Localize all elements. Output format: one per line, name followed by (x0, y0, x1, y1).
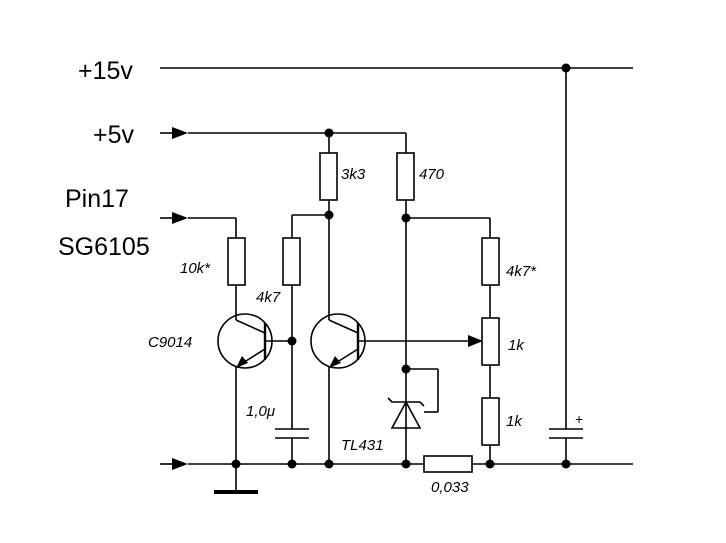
rail-5v-label: +5v (93, 121, 135, 149)
potentiometer-1k-label: 1k (508, 337, 525, 354)
pin17-arrow-icon (172, 212, 188, 224)
resistor-4k7-left-label: 4k7 (256, 289, 281, 306)
resistor-470 (396, 152, 415, 201)
rail-5v-arrow-icon (172, 127, 188, 139)
capacitor-label: 1,0μ (246, 403, 275, 420)
ground-arrow-icon (172, 458, 188, 470)
capacitor-plus-sign: + (575, 411, 583, 427)
resistor-3k3-label: 3k3 (341, 166, 366, 183)
junction-dot (401, 459, 411, 469)
resistor-shunt (423, 455, 473, 473)
tl431-body (390, 400, 422, 429)
wiper-arrow-icon (468, 335, 483, 347)
resistor-1k (481, 397, 500, 446)
junction-dot (561, 459, 571, 469)
junction-dot (485, 459, 495, 469)
resistor-4k7-right-label: 4k7* (506, 263, 537, 280)
resistor-1k-label: 1k (506, 413, 523, 430)
transistor-label: C9014 (148, 334, 192, 351)
junction-dot (287, 459, 297, 469)
transistor-collector (328, 319, 359, 334)
resistor-4k7-right (481, 237, 500, 286)
resistor-10k-label: 10k* (180, 260, 211, 277)
potentiometer-1k (481, 317, 500, 366)
resistor-10k (227, 237, 246, 286)
pin17-label: Pin17 (65, 185, 129, 213)
junction-dot (324, 459, 334, 469)
resistor-470-label: 470 (419, 166, 445, 183)
tl431-label: TL431 (341, 437, 384, 454)
rail-15v-label: +15v (78, 57, 133, 85)
resistor-shunt-label: 0,033 (431, 479, 469, 496)
tl431-cathode (387, 397, 425, 407)
transistor-collector (235, 319, 266, 334)
resistor-4k7-left (282, 237, 301, 286)
emitter-arrow-icon (236, 356, 248, 368)
resistor-3k3 (319, 152, 338, 201)
emitter-arrow-icon (329, 356, 341, 368)
sg6105-label: SG6105 (58, 233, 150, 261)
